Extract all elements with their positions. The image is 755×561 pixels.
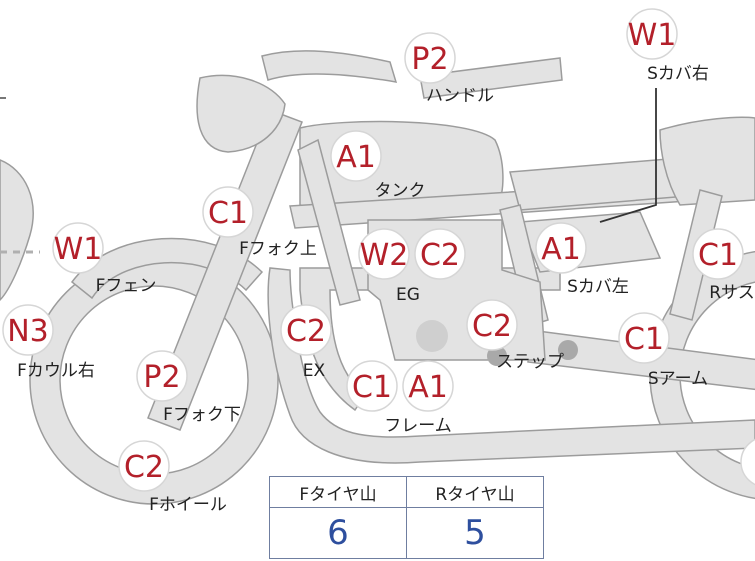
- rear-tire-label: Rタイヤ山: [406, 476, 544, 508]
- part-label: Fフォク上: [239, 239, 317, 259]
- part-label: Sアーム: [648, 369, 708, 389]
- marker-tank: A1 タンク: [330, 130, 426, 201]
- marker-frame: C1: [346, 360, 398, 412]
- rear-cowl-shape: [659, 116, 755, 206]
- grade-badge: N3: [7, 314, 49, 349]
- grade-badge: W2: [360, 238, 409, 273]
- marker-bubble: [358, 228, 410, 280]
- marker-bubble: [692, 228, 744, 280]
- marker-bubble: [118, 440, 170, 492]
- marker-bubble: [740, 438, 755, 486]
- marker-bubble: [2, 304, 54, 356]
- part-label: EX: [303, 361, 326, 381]
- marker-frame-2: A1 フレーム: [384, 360, 454, 436]
- part-label: EG: [396, 285, 420, 305]
- front-cowl-shape: [0, 159, 34, 302]
- part-label: Rサス: [709, 283, 754, 303]
- marker-bubble: [330, 130, 382, 182]
- grade-badge: W1: [54, 232, 103, 267]
- engine-cover-circle: [416, 320, 448, 352]
- part-label: Fフェン: [96, 276, 157, 296]
- frame-loop-shape: [267, 267, 755, 464]
- marker-bubble: [414, 228, 466, 280]
- part-label: タンク: [375, 181, 426, 201]
- step-peg-right: [558, 340, 578, 360]
- marker-bubble: [618, 312, 670, 364]
- part-label: Sカバ右: [647, 64, 709, 84]
- leader-line-side-cover: [599, 88, 657, 223]
- grade-badge: W1: [628, 18, 677, 53]
- marker-engine: W2: [358, 228, 410, 280]
- part-label: ハンドル: [426, 86, 494, 106]
- marker-bubble: [404, 32, 456, 84]
- grade-badge: C1: [698, 238, 738, 273]
- marker-bubble: [52, 222, 104, 274]
- part-label: Fホイール: [149, 495, 227, 515]
- part-label: ステップ: [496, 352, 564, 372]
- marker-step: C2 ステップ: [466, 299, 564, 372]
- rear-tire-value: 5: [406, 507, 544, 559]
- grade-badge: A1: [336, 140, 376, 175]
- grade-badge: C1: [624, 322, 664, 357]
- grade-badge: C2: [472, 309, 512, 344]
- marker-bubble: [202, 186, 254, 238]
- part-label: フレーム: [384, 416, 452, 436]
- marker-bubble: [402, 360, 454, 412]
- part-label: Fフォク下: [163, 405, 241, 425]
- part-label: Fカウル右: [17, 361, 95, 381]
- marker-bubble: [466, 299, 518, 351]
- grade-badge: A1: [408, 370, 448, 405]
- marker-bubble: [626, 8, 678, 60]
- grade-badge: C2: [124, 450, 164, 485]
- grade-badge: C2: [420, 238, 460, 273]
- headlight-shape: [196, 74, 286, 153]
- marker-handle: P2 ハンドル: [404, 32, 494, 106]
- handlebar-shape: [261, 50, 398, 83]
- grade-badge: P2: [411, 42, 448, 77]
- marker-bubble: [535, 222, 587, 274]
- grade-badge: P2: [143, 360, 180, 395]
- front-tire-value: 6: [269, 507, 407, 559]
- part-label: Sカバ左: [567, 277, 629, 297]
- down-tube-shape: [297, 138, 361, 306]
- marker-bubble: [280, 304, 332, 356]
- grade-badge: C1: [352, 370, 392, 405]
- handlebar-right-shape: [419, 57, 563, 99]
- front-fork-shape: [147, 109, 303, 431]
- step-peg-left: [487, 346, 507, 366]
- front-tire-label: Fタイヤ山: [269, 476, 407, 508]
- marker-bubble: [136, 350, 188, 402]
- grade-badge: A1: [541, 232, 581, 267]
- grade-badge: C2: [286, 314, 326, 349]
- grade-badge: C1: [208, 196, 248, 231]
- tire-tread-table: Fタイヤ山 Rタイヤ山 6 5: [269, 476, 544, 559]
- marker-bubble: [346, 360, 398, 412]
- marker-rear-wheel: C: [740, 438, 755, 486]
